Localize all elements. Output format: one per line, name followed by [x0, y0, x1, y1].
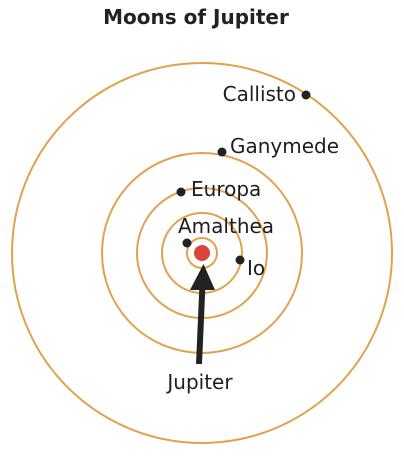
moon-label-callisto: Callisto: [223, 82, 296, 106]
arrow-head: [190, 264, 215, 290]
moon-label-io: Io: [247, 256, 265, 280]
orbit-callisto: [11, 62, 393, 444]
moon-dot-amalthea: [182, 238, 192, 248]
moon-dot-ganymede: [217, 147, 227, 157]
moon-dot-io: [235, 255, 245, 265]
jupiter-planet: [194, 245, 210, 261]
moon-label-ganymede: Ganymede: [230, 134, 339, 158]
moon-dot-callisto: [301, 90, 311, 100]
moon-dot-europa: [176, 187, 186, 197]
diagram-title: Moons of Jupiter: [103, 5, 289, 29]
jupiter-label: Jupiter: [165, 370, 233, 394]
moon-label-amalthea: Amalthea: [178, 214, 274, 238]
arrow-shaft: [196, 283, 206, 365]
moon-dots: [176, 90, 311, 265]
jupiter-pointer-arrow: [190, 264, 215, 365]
moon-label-europa: Europa: [191, 177, 261, 201]
moon-labels: Amalthea Io Europa Ganymede Callisto: [178, 82, 339, 280]
